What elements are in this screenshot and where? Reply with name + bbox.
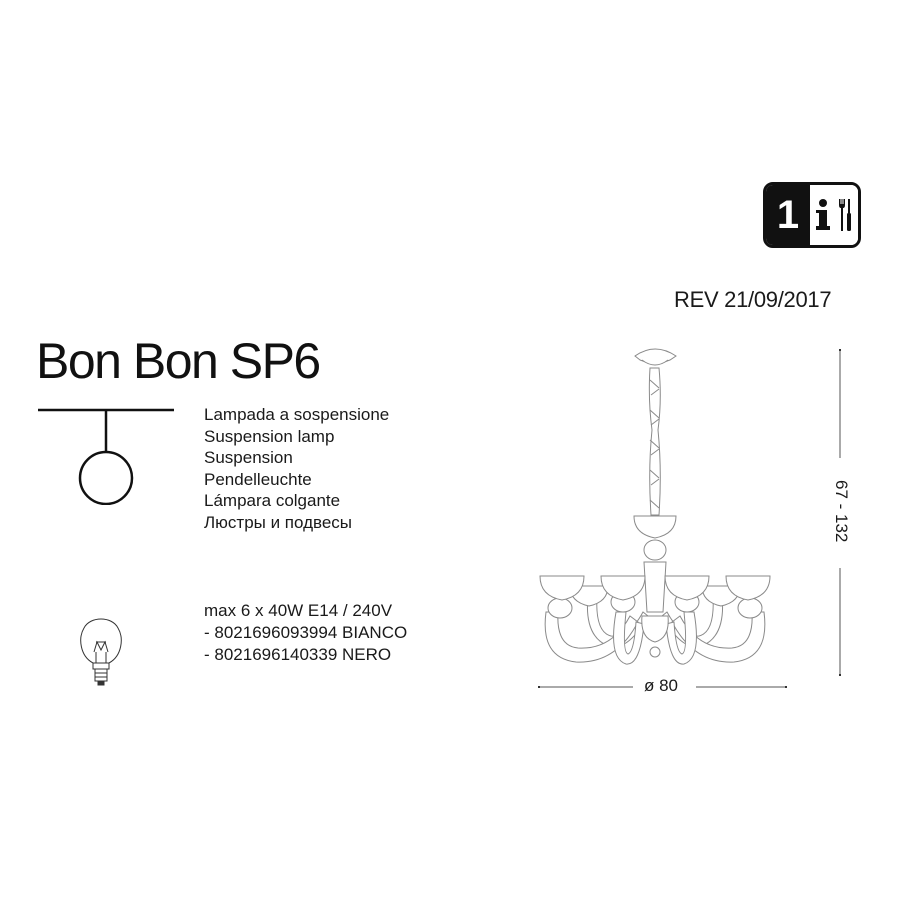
height-dimension-label: 67 - 132 [832,480,851,543]
suspension-lamp-icon [38,408,174,505]
bulb-icon [80,618,122,686]
type-ru: Люстры и подвесы [204,512,353,532]
spec-list: max 6 x 40W E14 / 240V - 8021696093994 B… [204,600,407,666]
type-fr: Suspension [204,448,293,468]
lamp-type-list: Lampada a sospensione Suspension lamp Su… [204,404,389,534]
info-icon [816,199,830,230]
type-es: Lámpara colgante [204,491,341,511]
width-dimension-label: ø 80 [644,676,679,695]
type-en: Suspension lamp [204,426,335,446]
type-it: Lampada a sospensione [204,405,390,424]
tools-icon [839,199,851,231]
revision-date: REV 21/09/2017 [674,287,832,312]
badge-number: 1 [766,185,810,245]
type-de: Pendelleuchte [204,469,312,489]
spec-code-nero: - 8021696140339 NERO [204,645,392,664]
spec-code-bianco: - 8021696093994 BIANCO [204,623,408,642]
width-dimension-line [538,686,787,688]
spec-power: max 6 x 40W E14 / 240V [204,601,393,620]
product-title: Bon Bon SP6 [36,333,321,389]
chandelier-drawing [539,348,771,665]
instruction-badge: 1 [763,182,861,248]
height-dimension-line [839,349,841,676]
